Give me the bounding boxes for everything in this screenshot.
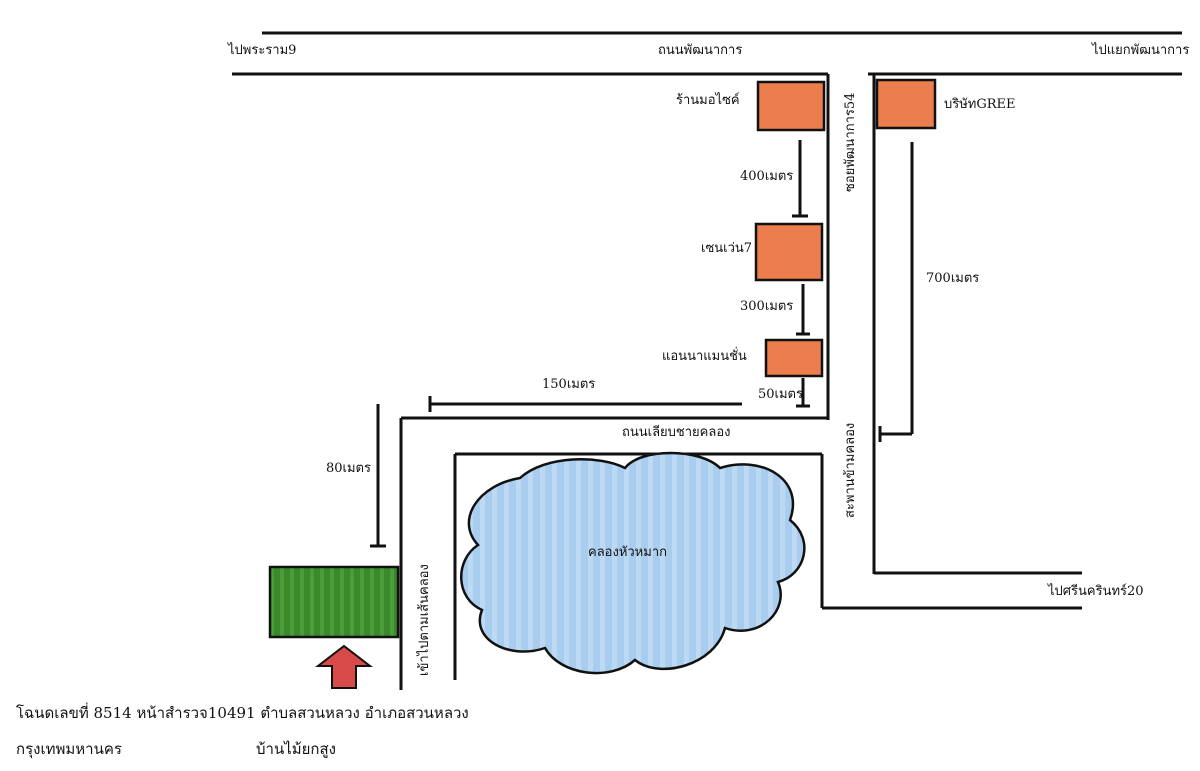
road-label-soi-54: ซอยพัฒนาการ54 [843, 92, 858, 192]
road-label-main-road: ถนนพัฒนาการ [658, 43, 743, 58]
distance-label-80: 80เมตร [326, 461, 371, 476]
seven-eleven-building [754, 222, 824, 282]
road-label-enter-along-canal: เข้าไปตามเส้นคลอง [417, 564, 432, 676]
distance-marker-700 [878, 142, 914, 442]
anna-mansion-building [764, 338, 824, 378]
label-motorcycle-shop: ร้านมอไซค์ [676, 93, 740, 108]
canal-shape [460, 451, 806, 675]
footer-house-type: บ้านไม้ยกสูง [256, 740, 336, 758]
road-label-canal-side-road: ถนนเลียบชายคลอง [622, 425, 731, 440]
distance-marker-150 [428, 396, 742, 412]
road-label-canal-bridge: สะพานข้ามคลอง [843, 422, 858, 518]
footer-deed-info: โฉนดเลขที่ 8514 หน้าสำรวจ10491 ตำบลสวนหล… [16, 704, 469, 722]
distance-label-50: 50เมตร [758, 387, 803, 402]
distance-label-300: 300เมตร [740, 299, 794, 314]
label-canal: คลองหัวหมาก [588, 545, 667, 560]
label-anna-mansion: แอนนาแมนชั่น [662, 349, 747, 364]
distance-marker-300 [796, 284, 810, 336]
land-plot [268, 565, 400, 639]
footer-city: กรุงเทพมหานคร [16, 740, 122, 758]
road-label-to-srinakarin-20: ไปศรีนครินทร์20 [1048, 584, 1144, 599]
road-label-to-junction: ไปแยกพัฒนาการ [1092, 43, 1190, 58]
up-arrow-icon [315, 644, 373, 689]
distance-label-150: 150เมตร [542, 377, 596, 392]
distance-label-400: 400เมตร [740, 169, 794, 184]
motorcycle-shop-building [756, 80, 826, 132]
road-label-to-rama9: ไปพระราม9 [228, 43, 297, 58]
distance-marker-50 [796, 378, 810, 408]
distance-marker-80 [370, 404, 386, 548]
label-seven-eleven: เซนเว่น7 [701, 241, 753, 256]
distance-marker-400 [792, 140, 808, 218]
label-gree-company: บริษัทGREE [944, 97, 1016, 112]
gree-company-building [875, 78, 937, 130]
distance-label-700: 700เมตร [926, 271, 980, 286]
